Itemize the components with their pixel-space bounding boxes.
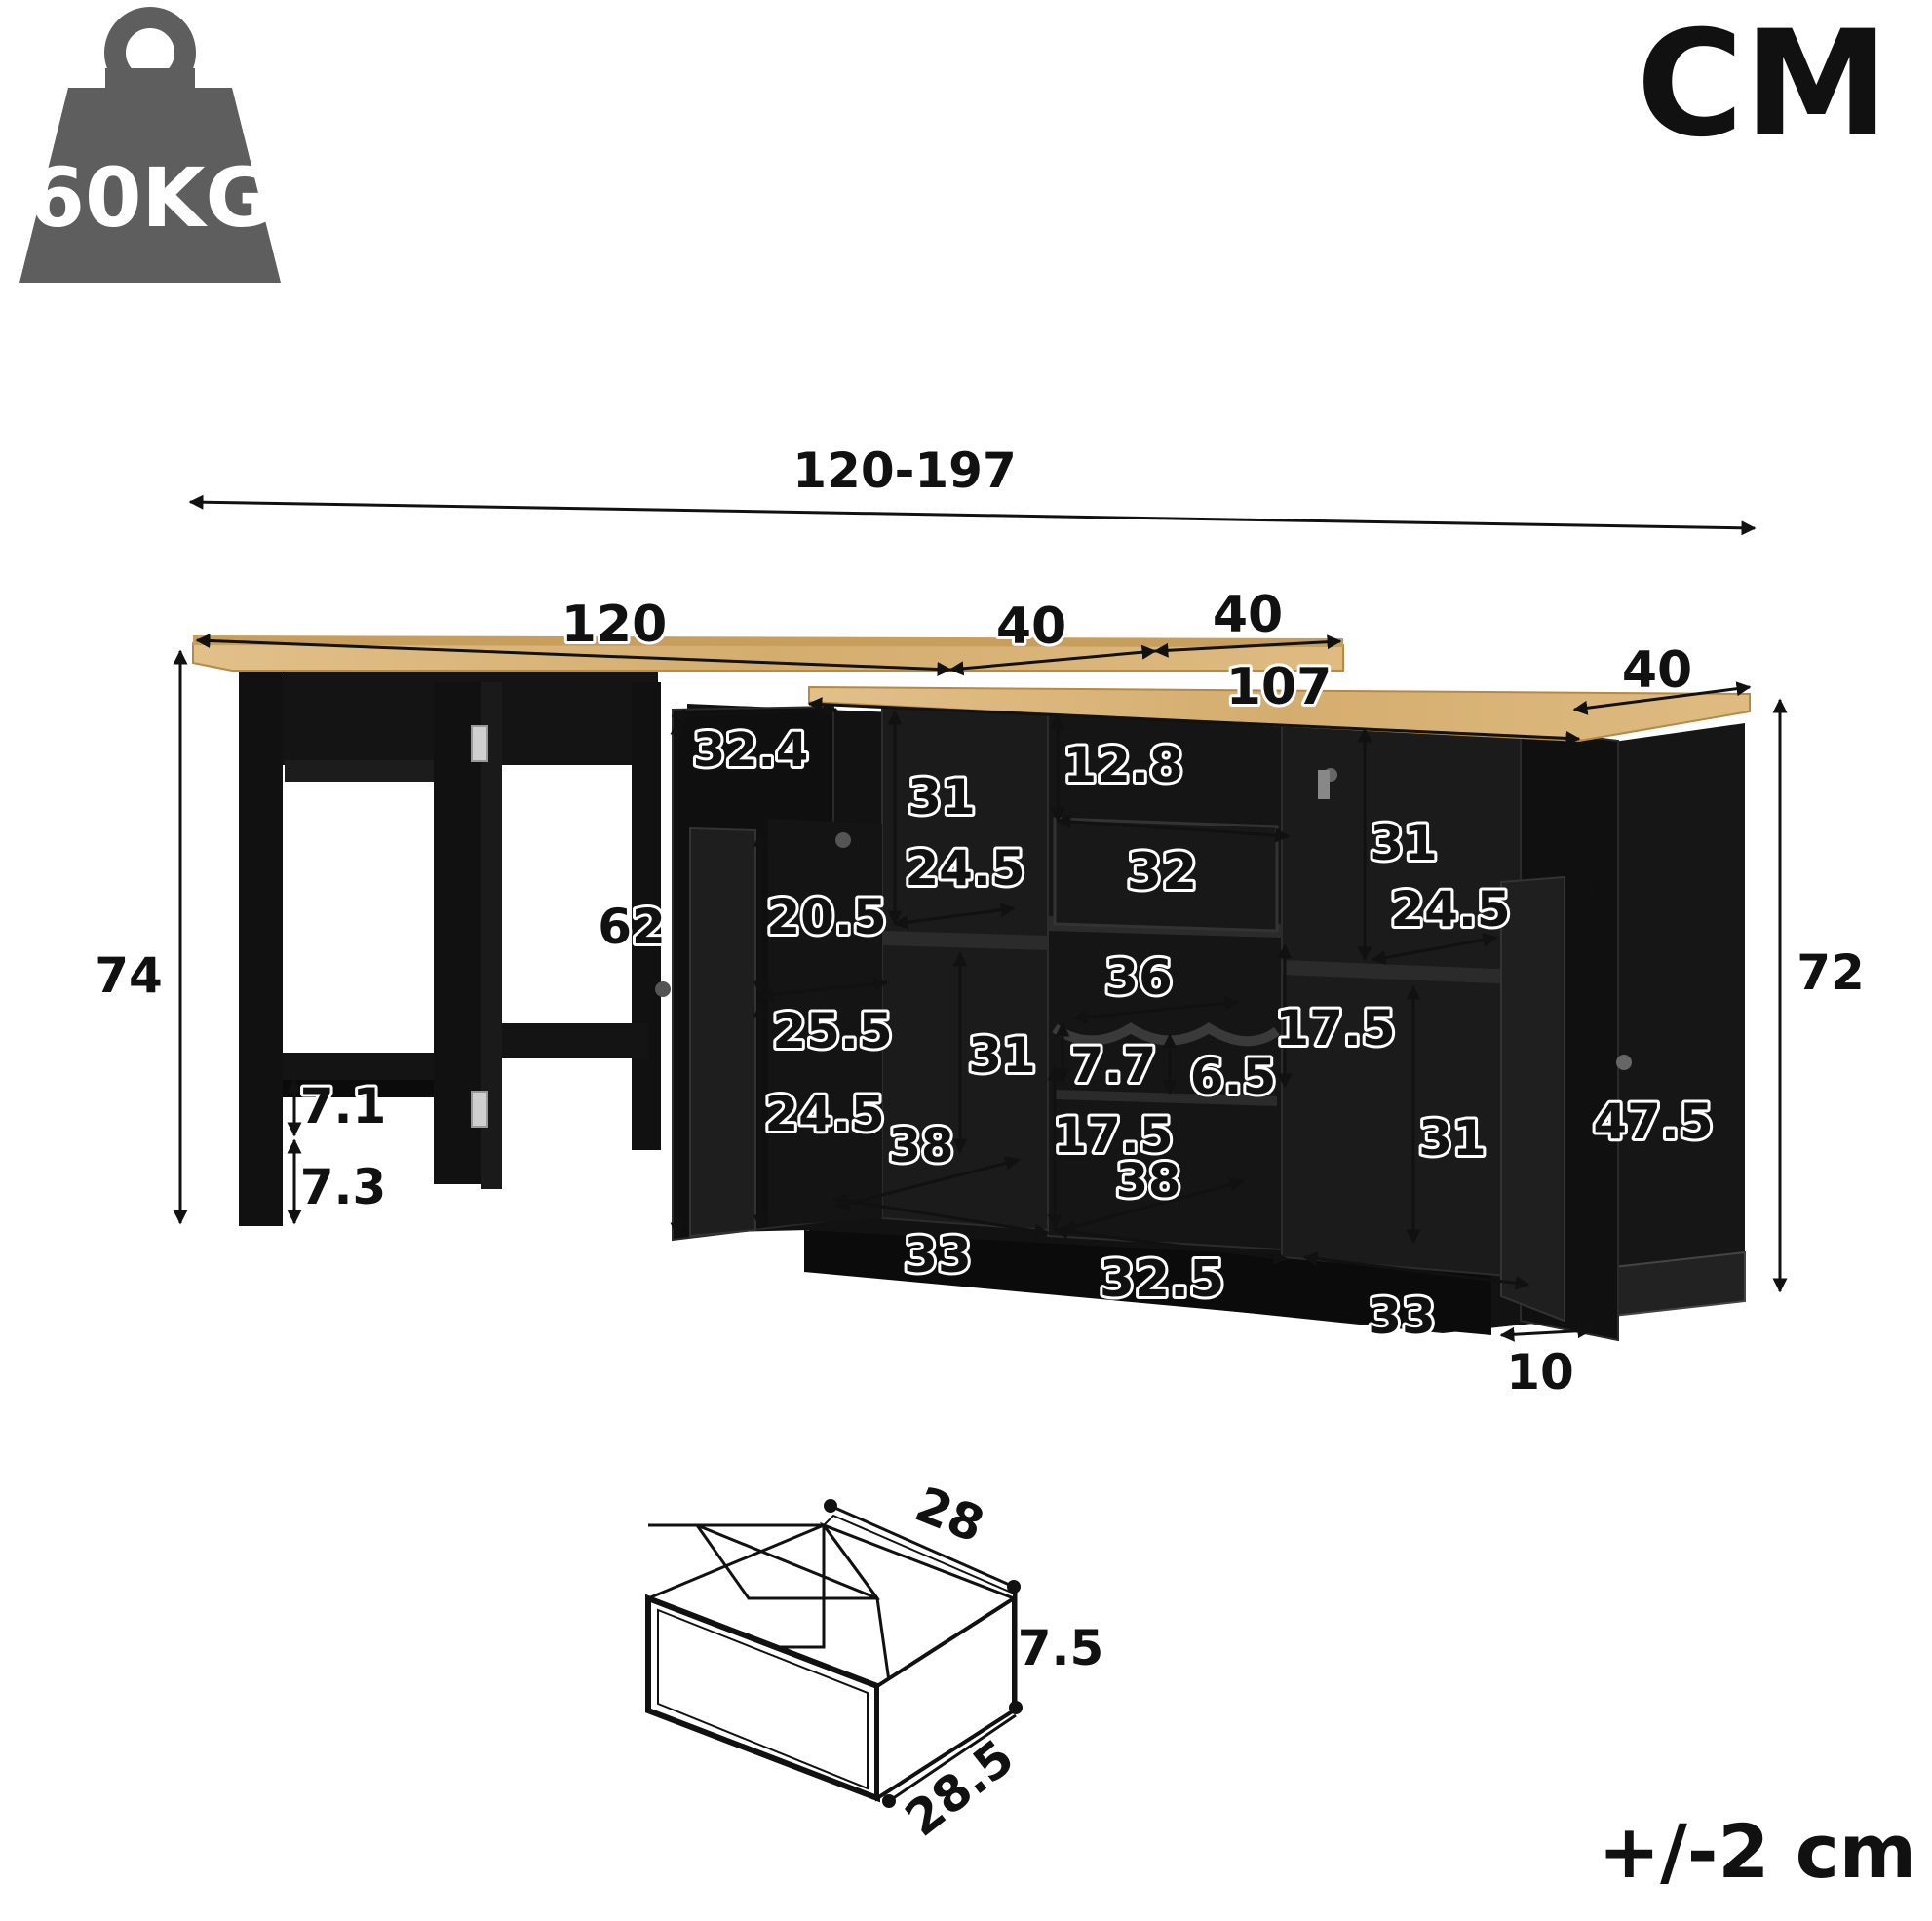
dim-cabinet-height: 72 [1797, 944, 1865, 1001]
drawer-height-label: 7.5 [1018, 1620, 1104, 1676]
cabinet-side-panel [1606, 723, 1745, 1316]
drawer-detail: 28 7.5 28.5 [645, 1473, 1106, 1850]
dim-desk-top-length: 120 [561, 596, 668, 654]
weight-badge: 60KG [19, 7, 281, 283]
dim-right-lower-height: 31 [1418, 1110, 1487, 1167]
dimension-arrows [173, 494, 1788, 1342]
drawer-width-label: 28 [908, 1476, 991, 1554]
dim-leg-bar-height: 7.1 [300, 1078, 387, 1134]
dim-cabinet-length: 107 [1226, 658, 1333, 716]
unit-label: CM [1637, 0, 1889, 170]
dim-middle-lower-height: 17.5 [1053, 1107, 1173, 1164]
dim-left-upper-depth: 24.5 [905, 840, 1024, 897]
dim-left-lower-depth: 38 [889, 1119, 954, 1173]
dim-left-bottom-width: 33 [904, 1227, 972, 1284]
dim-wine-rack-width: 36 [1104, 949, 1173, 1006]
dim-middle-bottom-width: 32.5 [1100, 1250, 1224, 1309]
dim-wine-section-height: 17.5 [1275, 1000, 1395, 1057]
dim-overall-length: 120-197 [792, 442, 1017, 499]
dim-right-upper-depth: 24.5 [1390, 881, 1510, 938]
dim-door-upper-shelf: 32.4 [693, 723, 808, 778]
dim-right-bottom-width: 33 [1368, 1288, 1436, 1345]
dim-door-height: 62 [598, 899, 666, 955]
drawer-front-panel [645, 1594, 880, 1803]
dimension-labels: 120-197 120 40 40 107 40 74 72 7.1 7.3 6… [92, 440, 1868, 1403]
desk-frame [239, 671, 671, 1226]
dim-drawer-front: 32 [1127, 843, 1197, 902]
dim-middle-lower-depth: 38 [1116, 1154, 1181, 1209]
weight-label: 60KG [28, 150, 273, 246]
dim-left-upper-height: 31 [908, 769, 976, 826]
weight-icon [19, 7, 281, 283]
dim-desk-height: 74 [95, 947, 163, 1004]
dim-door-rack-b: 25.5 [772, 1003, 892, 1059]
dim-wine-slot-a: 7.7 [1070, 1037, 1157, 1094]
dim-wine-slot-b: 6.5 [1190, 1049, 1277, 1105]
dim-right-upper-height: 31 [1370, 815, 1438, 871]
dim-drawer-opening-height: 12.8 [1063, 737, 1182, 793]
dim-leg-foot-height: 7.3 [300, 1159, 387, 1215]
dim-extension-b: 40 [1213, 586, 1283, 644]
dim-right-door-height: 47.5 [1593, 1094, 1713, 1150]
dim-right-door-rack-depth: 10 [1506, 1344, 1574, 1401]
tolerance-label: +/-2 cm [1598, 1808, 1916, 1895]
dim-cabinet-depth: 40 [1622, 641, 1692, 700]
dim-door-rack-a: 20.5 [766, 889, 886, 945]
dim-extension-a: 40 [996, 597, 1066, 656]
dim-door-rack-c: 24.5 [764, 1086, 884, 1142]
dim-left-lower-height: 31 [968, 1027, 1036, 1084]
